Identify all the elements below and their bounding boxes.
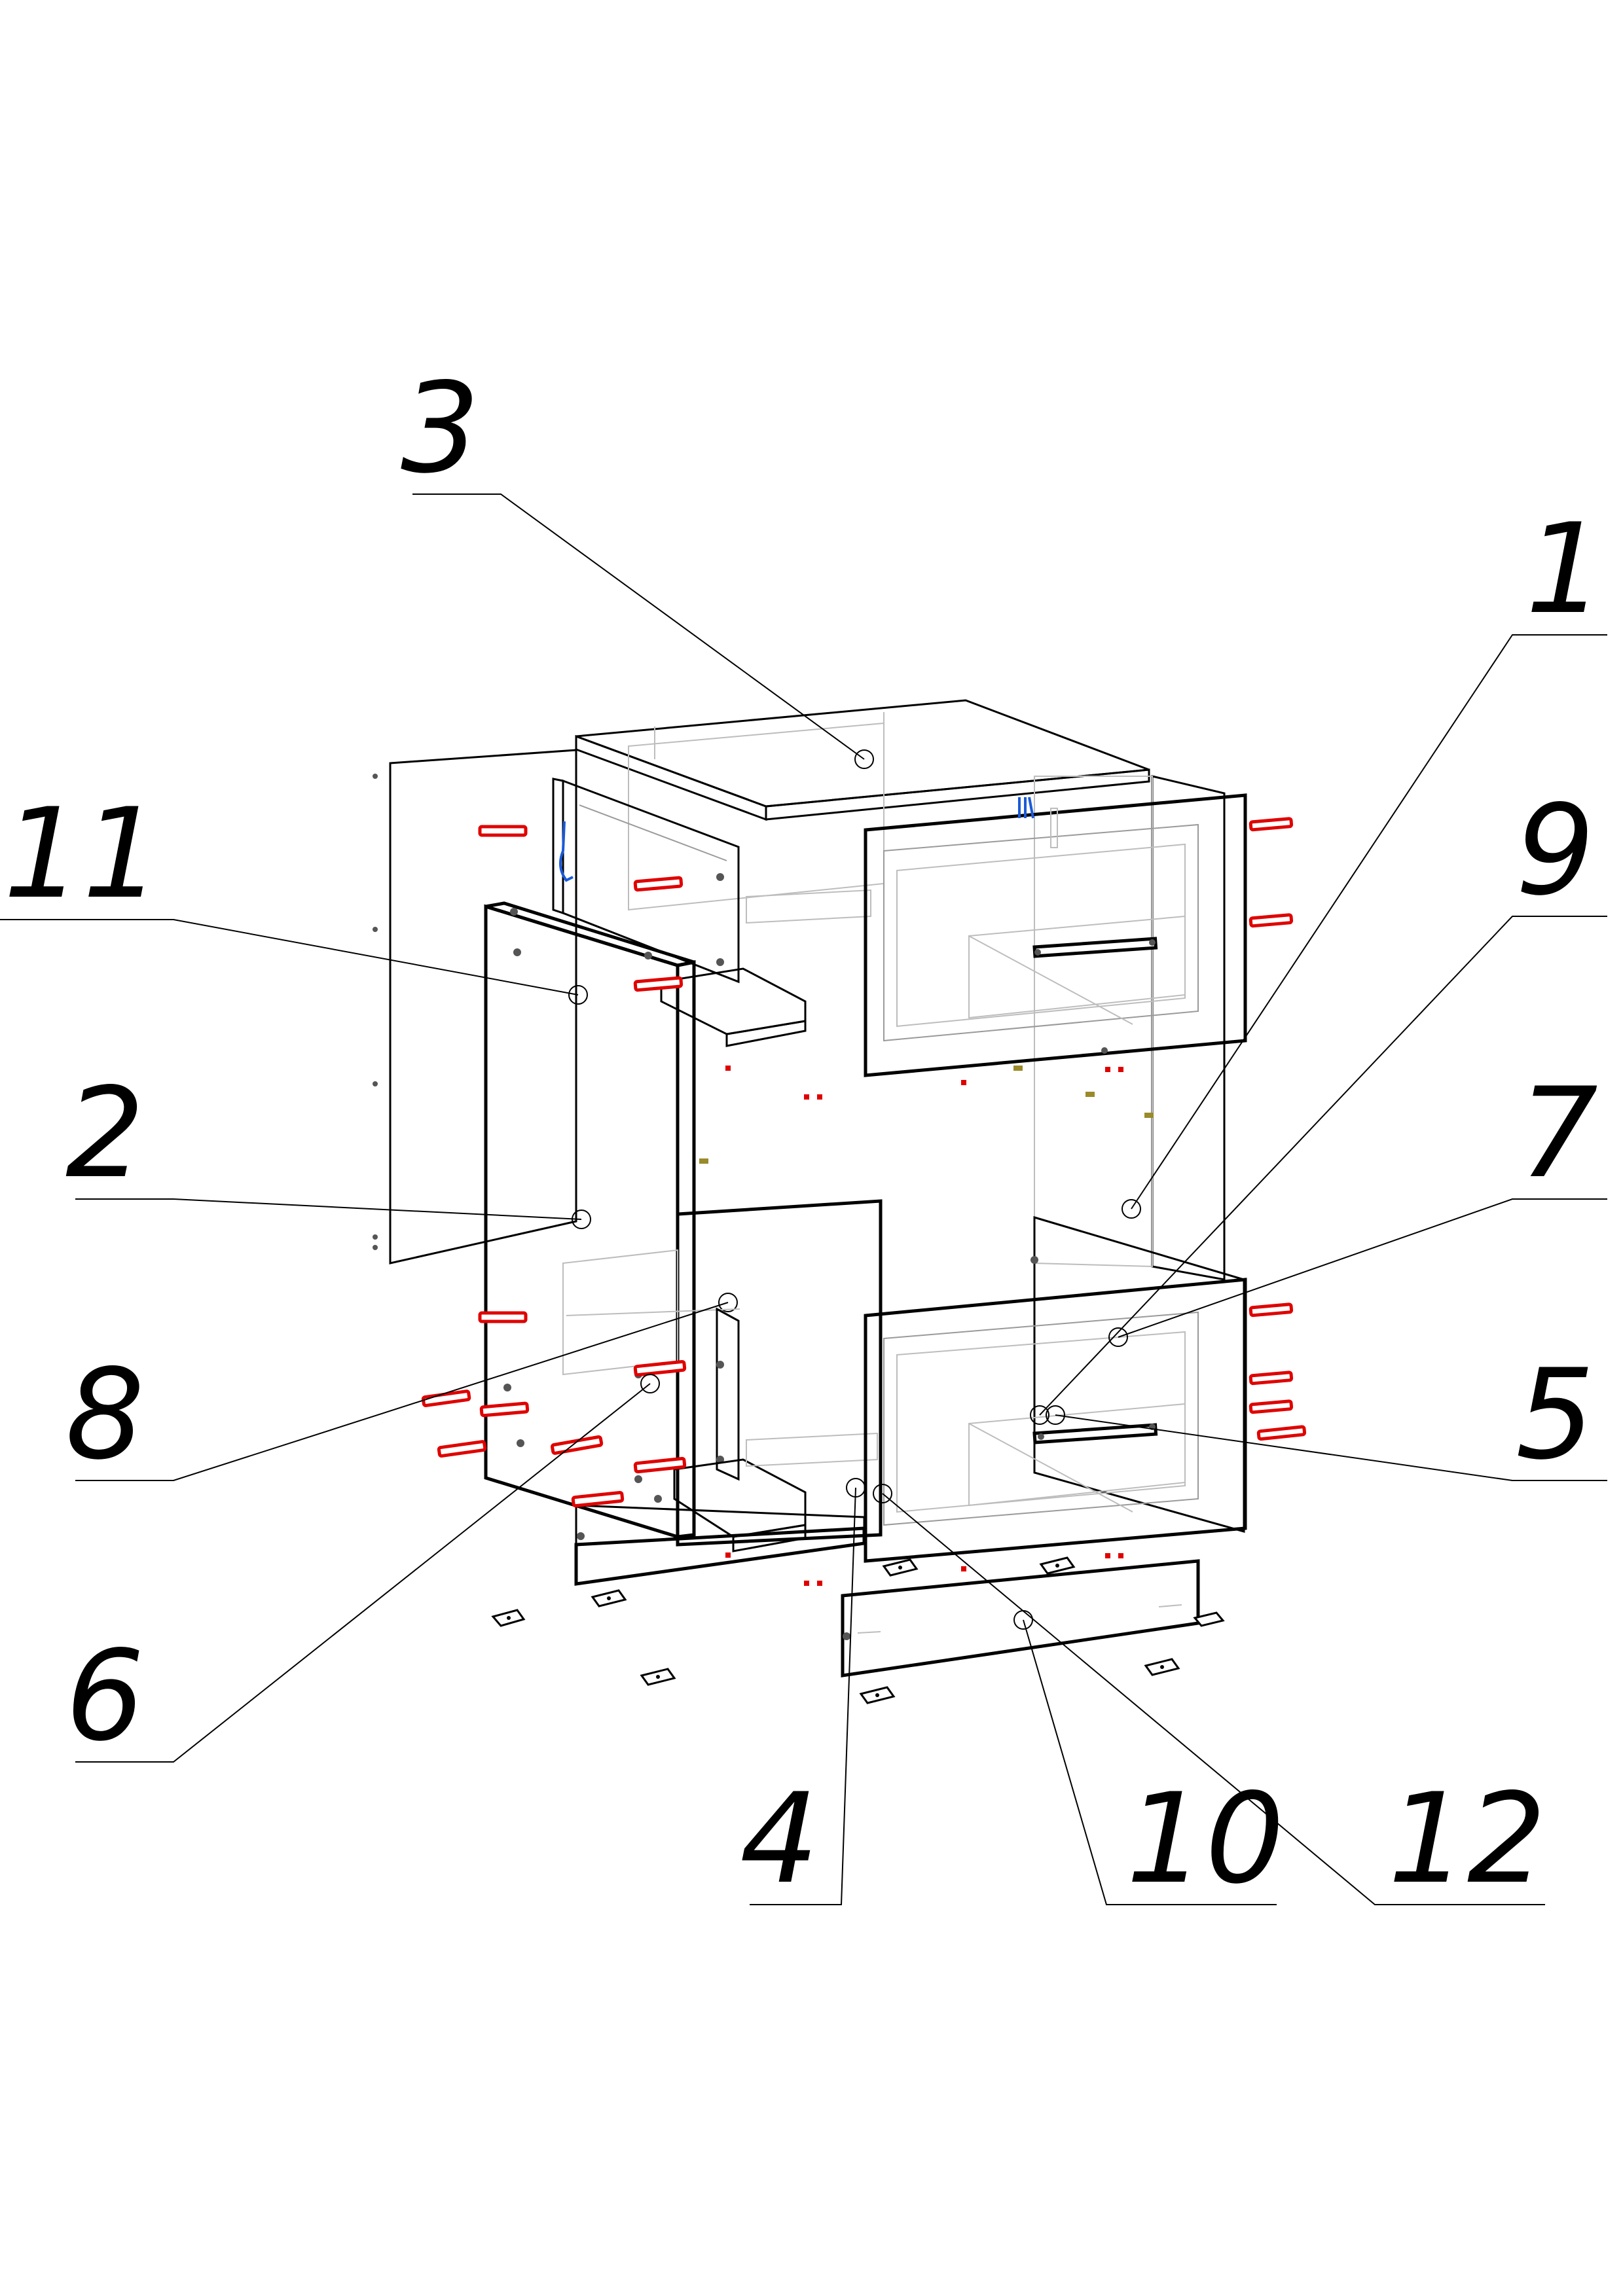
part-label-11: 11 [3,781,162,926]
fastener [421,1390,471,1407]
leader-4 [750,1487,856,1905]
fastener [1249,817,1294,832]
fastener [633,1359,687,1377]
part-label-6: 6 [65,1624,145,1768]
upper-inner-side [552,778,740,984]
foot-1 [491,1609,526,1627]
part-label-1: 1 [1525,497,1605,641]
fastener [633,1456,687,1474]
fastener [633,976,684,992]
cabinet-exploded-view [373,699,1307,1704]
leader-9 [1039,916,1607,1416]
part-labels: 3 1 11 9 2 7 8 5 6 4 10 12 [3,356,1605,1911]
leader-8 [75,1302,729,1481]
fastener [550,1435,604,1455]
right-side-panel [1034,775,1226,1281]
leader-2 [75,1198,582,1220]
part-label-12: 12 [1388,1767,1546,1911]
foot-6 [859,1686,896,1704]
lower-inner-side [716,1215,1245,1533]
upper-runner [660,889,871,1047]
foot-7 [1144,1658,1180,1676]
fasteners [421,817,1307,1508]
part-label-2: 2 [65,1061,145,1206]
fastener [1249,1371,1294,1386]
part-label-9: 9 [1516,778,1595,923]
fastener [1249,1302,1294,1318]
fastener [437,1440,487,1458]
part-label-8: 8 [65,1342,145,1487]
back-panel [373,749,577,1265]
part-label-3: 3 [401,356,480,501]
dowel-marks [699,1066,1154,1586]
leader-6 [75,1383,651,1763]
foot-5 [1039,1556,1076,1575]
leader-3 [412,493,865,760]
leader-7 [1118,1198,1607,1338]
part-label-10: 10 [1126,1767,1285,1911]
fastener [1256,1425,1307,1441]
fastener [478,1311,528,1323]
part-label-5: 5 [1516,1342,1595,1487]
foot-8 [1193,1611,1225,1627]
fastener [479,1401,530,1418]
leader-1 [1131,634,1607,1210]
fastener [633,876,684,892]
fastener [478,825,528,837]
leader-12 [882,1493,1545,1905]
foot-4 [882,1558,919,1577]
part-label-7: 7 [1519,1061,1598,1206]
leader-10 [1023,1619,1277,1905]
part-label-4: 4 [740,1767,819,1911]
fastener [1249,913,1294,928]
upper-drawer-front [864,793,1247,1077]
lower-runner [673,1432,878,1552]
foot-2 [591,1589,627,1607]
adjustable-feet [491,1556,1225,1704]
fastener [571,1490,625,1508]
lower-drawer-front [864,1278,1247,1563]
fastener [1249,1399,1294,1414]
plinth [841,1559,1200,1677]
foot-3 [640,1668,676,1686]
leader-lines [0,493,1607,1905]
leader-5 [1055,1414,1607,1481]
leader-11 [0,919,579,996]
